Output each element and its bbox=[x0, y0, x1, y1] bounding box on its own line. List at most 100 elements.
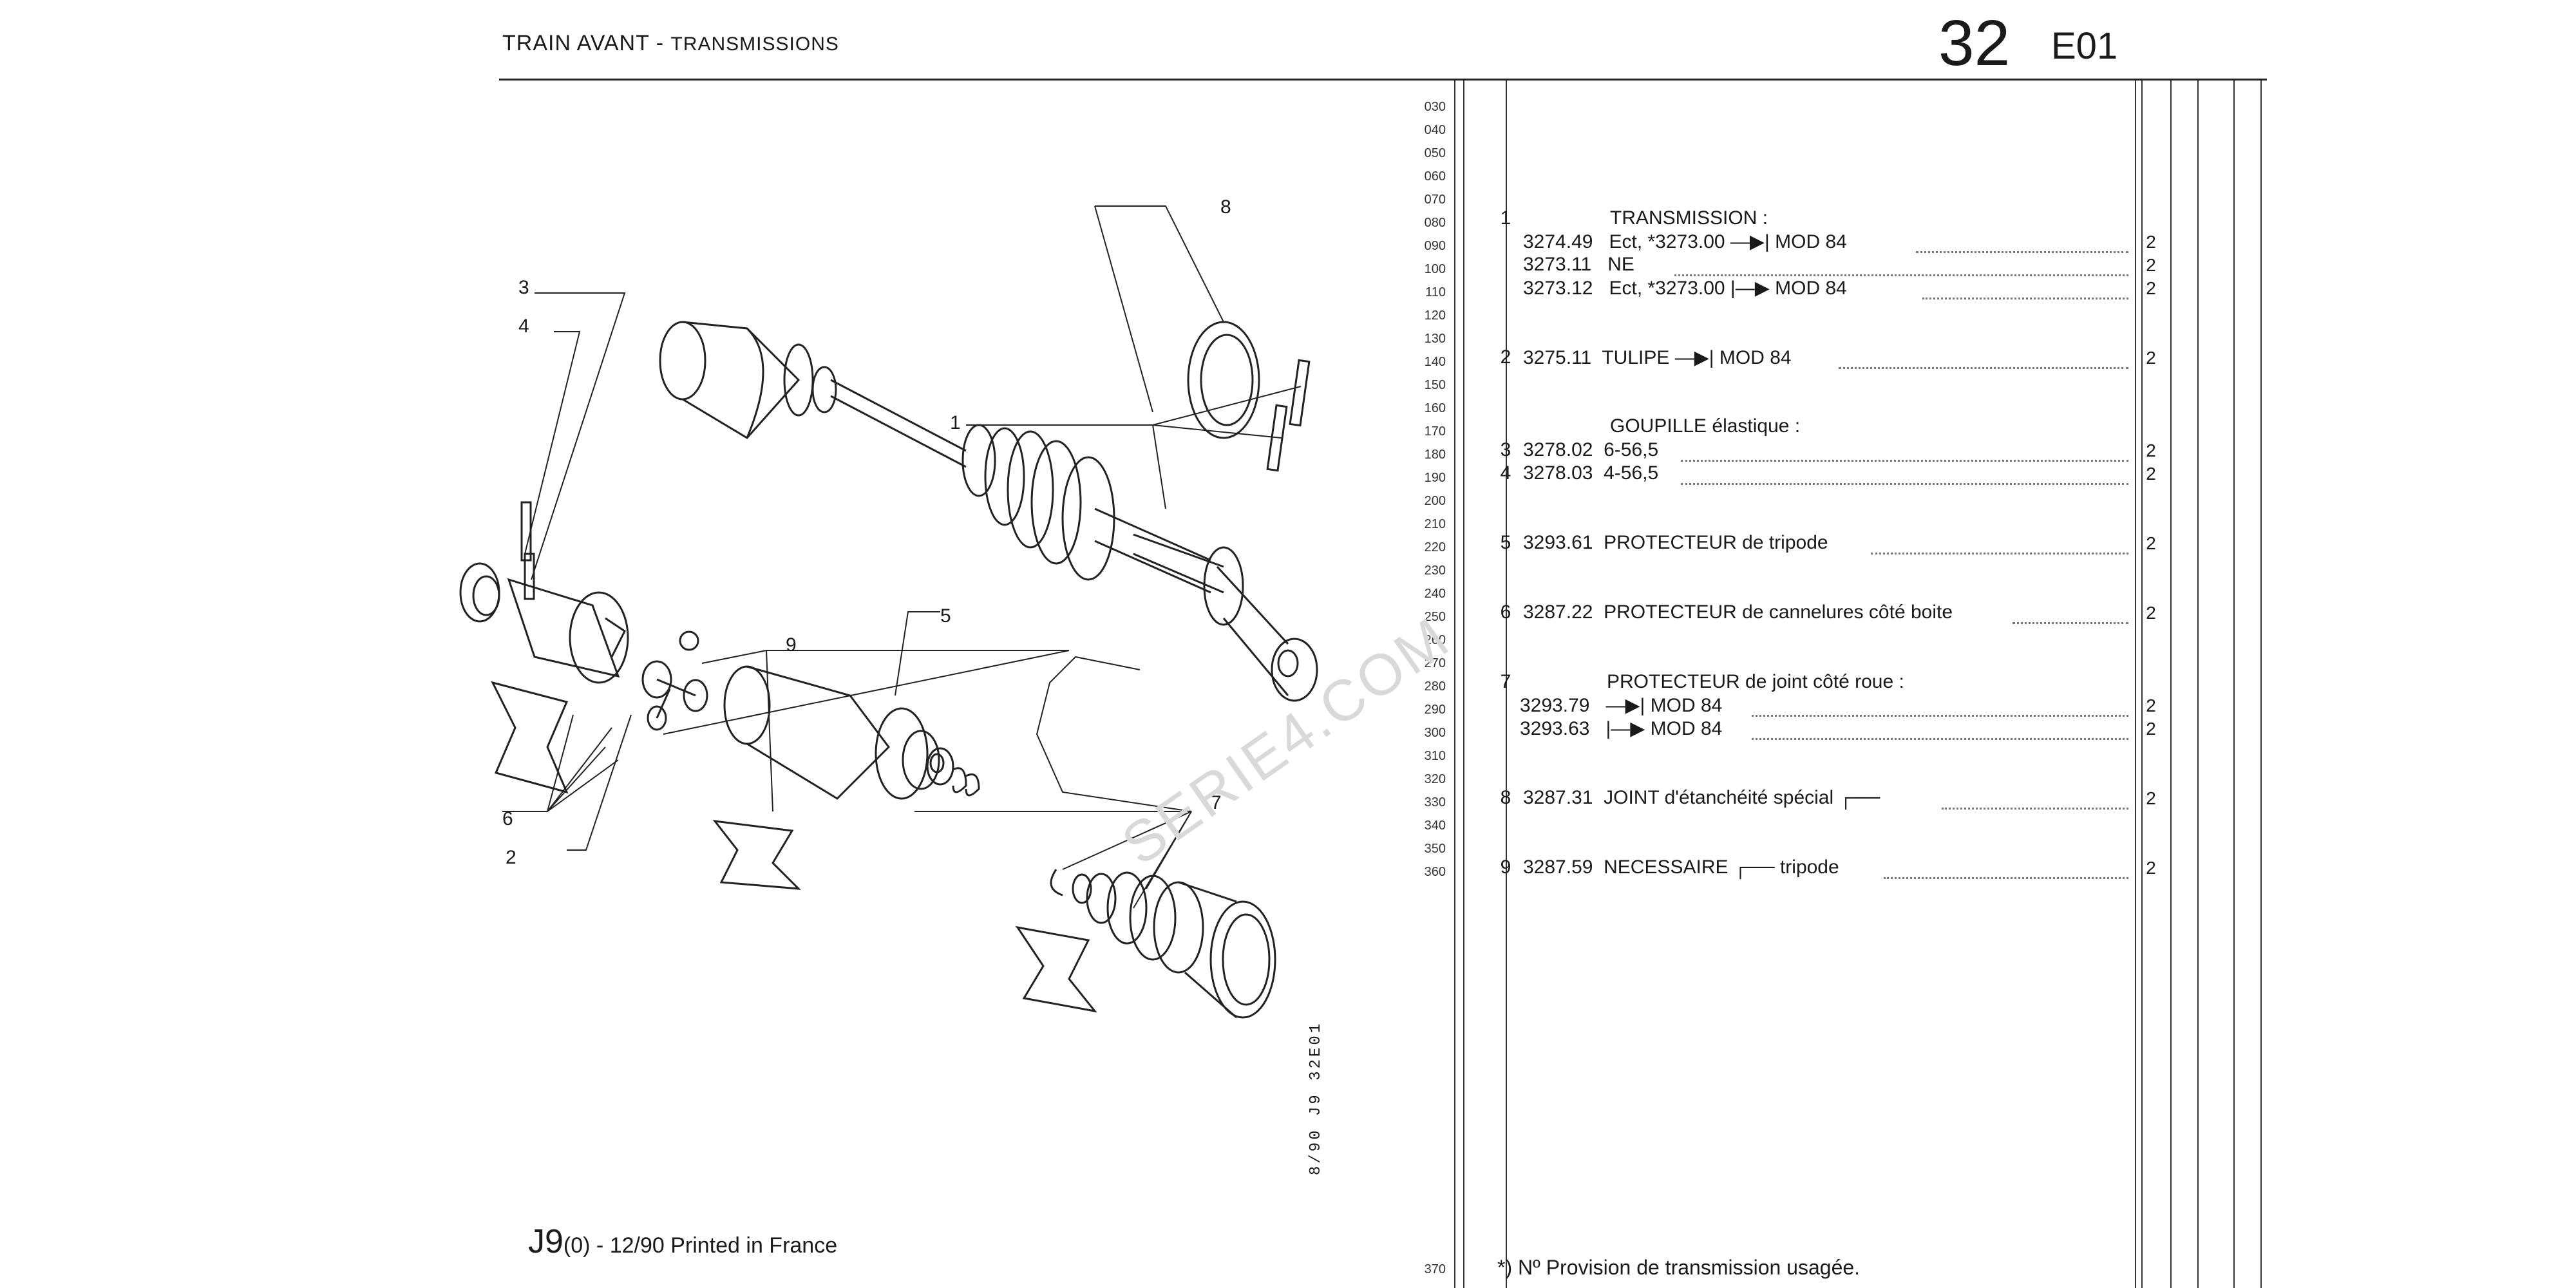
part-row: 3273.11 NE bbox=[1523, 254, 1634, 276]
line-number: 160 bbox=[1424, 401, 1446, 415]
line-number: 050 bbox=[1424, 146, 1446, 160]
part-desc: 6-56,5 bbox=[1604, 439, 1659, 460]
part-qty: 2 bbox=[2146, 440, 2156, 460]
table-line bbox=[2233, 80, 2235, 1288]
part-desc: NECESSAIRE ┌── tripode bbox=[1604, 857, 1839, 878]
line-number: 330 bbox=[1424, 795, 1446, 810]
header-rule bbox=[499, 79, 2267, 80]
callout-5: 5 bbox=[940, 605, 951, 627]
part-ref: 3274.49 bbox=[1523, 231, 1593, 252]
line-number: 360 bbox=[1424, 865, 1446, 879]
line-number: 240 bbox=[1424, 587, 1446, 601]
dot-leader bbox=[1839, 367, 2128, 369]
part-desc: JOINT d'étanchéité spécial ┌── bbox=[1604, 787, 1880, 808]
dot-leader bbox=[1884, 877, 2128, 879]
part-qty: 2 bbox=[2146, 464, 2156, 484]
part-row: 3273.12 Ect, *3273.00 |—▶ MOD 84 bbox=[1523, 277, 1847, 299]
line-number: 230 bbox=[1424, 564, 1446, 578]
dot-leader bbox=[1916, 251, 2128, 253]
page-number: 32 bbox=[1938, 7, 2011, 79]
part-row: 3287.59 NECESSAIRE ┌── tripode bbox=[1523, 857, 1839, 878]
part-qty: 2 bbox=[2146, 348, 2156, 368]
part-qty: 2 bbox=[2146, 232, 2156, 252]
tulipe bbox=[459, 562, 629, 684]
callout-1: 1 bbox=[950, 412, 961, 433]
dot-leader bbox=[1674, 274, 2128, 276]
part-desc: Ect, *3273.00 —▶| MOD 84 bbox=[1609, 231, 1847, 252]
fig-number: 5 bbox=[1500, 532, 1511, 553]
protector bbox=[712, 820, 801, 890]
protector bbox=[1015, 925, 1097, 1013]
line-number: 220 bbox=[1424, 540, 1446, 554]
fig-number: 6 bbox=[1500, 601, 1511, 623]
vertical-reference: 8/90 J9 32E01 bbox=[1307, 1021, 1325, 1175]
part-row: 3275.11 TULIPE —▶| MOD 84 bbox=[1523, 346, 1792, 369]
part-ref: 3287.22 bbox=[1523, 601, 1593, 623]
part-ref: 3278.02 bbox=[1523, 439, 1593, 460]
dot-leader bbox=[1681, 483, 2128, 485]
callout-8: 8 bbox=[1220, 196, 1231, 218]
header-title: TRAIN AVANT - TRANSMISSIONS bbox=[502, 31, 839, 56]
dot-leader bbox=[2012, 622, 2128, 624]
line-number: 040 bbox=[1424, 123, 1446, 137]
dot-leader bbox=[1752, 738, 2128, 740]
line-number: 290 bbox=[1424, 703, 1446, 717]
transmission-title: TRANSMISSION : bbox=[1610, 207, 1768, 229]
fig-number: 3 bbox=[1500, 439, 1511, 460]
part-qty: 2 bbox=[2146, 603, 2156, 623]
part-row: 3293.61 PROTECTEUR de tripode bbox=[1523, 532, 1828, 554]
page-code: E01 bbox=[2051, 25, 2118, 67]
dot-leader bbox=[1752, 715, 2128, 717]
line-number: 110 bbox=[1425, 285, 1446, 299]
line-number: 260 bbox=[1424, 633, 1446, 647]
protecteur-joint-title: PROTECTEUR de joint côté roue : bbox=[1607, 671, 1904, 692]
table-line bbox=[2197, 80, 2199, 1288]
part-row: 3287.31 JOINT d'étanchéité spécial ┌── bbox=[1523, 787, 1880, 809]
line-number: 180 bbox=[1424, 448, 1446, 462]
line-number: 320 bbox=[1424, 772, 1446, 786]
table-line bbox=[1454, 80, 1455, 1288]
line-number: 370 bbox=[1424, 1262, 1446, 1276]
part-qty: 2 bbox=[2146, 788, 2156, 808]
line-number: 280 bbox=[1424, 679, 1446, 694]
part-qty: 2 bbox=[2146, 696, 2156, 715]
tripode bbox=[641, 630, 708, 731]
callout-6: 6 bbox=[502, 808, 513, 829]
callout-3: 3 bbox=[518, 277, 529, 298]
part-row: 3293.63 |—▶ MOD 84 bbox=[1520, 717, 1722, 740]
fig-number: 7 bbox=[1500, 671, 1511, 692]
part-desc: PROTECTEUR de cannelures côté boite bbox=[1604, 601, 1953, 623]
part-desc: PROTECTEUR de tripode bbox=[1604, 532, 1828, 553]
dot-leader bbox=[1942, 808, 2128, 810]
callout-leaders bbox=[502, 205, 1302, 909]
part-qty: 2 bbox=[2146, 533, 2156, 553]
part-ref: 3273.11 bbox=[1523, 254, 1592, 275]
part-ref: 3293.63 bbox=[1520, 718, 1590, 739]
part-desc: 4-56,5 bbox=[1604, 462, 1659, 484]
line-number: 060 bbox=[1424, 169, 1446, 184]
line-number: 200 bbox=[1424, 494, 1446, 508]
part-ref: 3273.12 bbox=[1523, 278, 1593, 299]
fig-number: 2 bbox=[1500, 346, 1511, 368]
footnote: *) Nº Provision de transmission usagée. bbox=[1497, 1256, 1861, 1279]
part-ref: 3275.11 bbox=[1523, 347, 1592, 368]
exploded-diagram bbox=[459, 205, 1318, 1019]
callout-4: 4 bbox=[518, 316, 529, 337]
protector bbox=[491, 681, 569, 794]
footer-edition: J9(0) - 12/90 Printed in France bbox=[528, 1222, 837, 1261]
fig-number: 8 bbox=[1500, 787, 1511, 808]
line-number: 100 bbox=[1424, 262, 1446, 276]
line-number: 170 bbox=[1424, 424, 1446, 439]
part-qty: 2 bbox=[2146, 278, 2156, 298]
fig-number: 1 bbox=[1500, 207, 1511, 229]
part-qty: 2 bbox=[2146, 255, 2156, 275]
part-ref: 3278.03 bbox=[1523, 462, 1593, 484]
wheel-boot bbox=[1050, 869, 1276, 1019]
footer-edition-text: (0) - 12/90 Printed in France bbox=[563, 1233, 838, 1258]
goupille-title: GOUPILLE élastique : bbox=[1610, 415, 1801, 437]
line-number: 310 bbox=[1424, 749, 1446, 763]
line-number: 140 bbox=[1424, 355, 1446, 369]
table-line bbox=[2135, 80, 2136, 1288]
callout-9: 9 bbox=[786, 634, 797, 656]
line-number: 340 bbox=[1424, 819, 1446, 833]
